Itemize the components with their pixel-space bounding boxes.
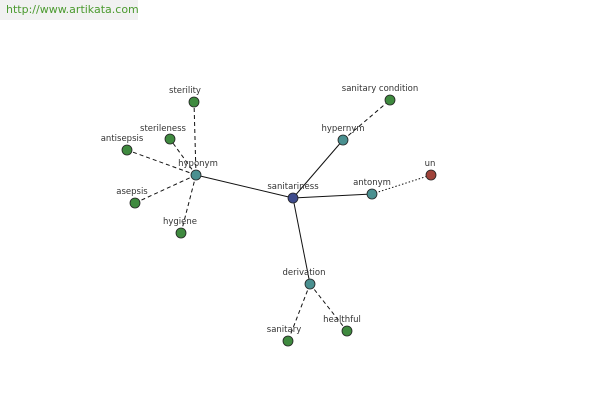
node-label-asepsis: asepsis [116, 187, 148, 197]
labels-layer: sanitariness hyponym hypernym antonym deriva… [101, 84, 436, 335]
edge-derivation-sanitary [287, 283, 311, 342]
node-sterileness[interactable] [164, 133, 176, 145]
watermark-url: http://www.artikata.com [0, 0, 139, 20]
node-label-sanitary: sanitary [267, 325, 301, 335]
node-label-hyponym: hyponym [178, 159, 218, 169]
edge-hyponym-hygiene [180, 174, 197, 234]
edges-layer [126, 99, 432, 342]
node-label-sterility: sterility [169, 86, 201, 96]
edge-derivation-healthful [309, 283, 348, 332]
node-label-un: un [425, 159, 436, 169]
edge-sanitariness-antonym [292, 193, 373, 199]
node-healthful[interactable] [341, 325, 353, 337]
node-sanitary[interactable] [282, 335, 294, 347]
nodes-layer [121, 94, 437, 347]
edge-sanitariness-hypernym [292, 139, 344, 199]
node-label-sterileness: sterileness [140, 124, 186, 134]
edge-hyponym-sterileness [169, 138, 197, 176]
edge-sanitariness-derivation [292, 197, 311, 285]
node-derivation[interactable] [304, 278, 316, 290]
node-label-derivation: derivation [282, 268, 325, 278]
edge-hyponym-antisepsis [126, 149, 197, 176]
edge-sanitariness-hyponym [195, 174, 294, 199]
node-label-hypernym: hypernym [321, 124, 364, 134]
node-label-sanitariness: sanitariness [267, 182, 319, 192]
node-label-healthful: healthful [323, 315, 361, 325]
node-label-sanitary-condition: sanitary condition [342, 84, 418, 94]
node-sanitary-condition[interactable] [384, 94, 396, 106]
node-un[interactable] [425, 169, 437, 181]
node-hyponym[interactable] [190, 169, 202, 181]
node-sterility[interactable] [188, 96, 200, 108]
edge-hypernym-sanitary-condition [342, 99, 391, 141]
node-hypernym[interactable] [337, 134, 349, 146]
node-label-antisepsis: antisepsis [101, 134, 144, 144]
node-sanitariness[interactable] [287, 192, 299, 204]
edge-hyponym-sterility [193, 101, 197, 176]
node-hygiene[interactable] [175, 227, 187, 239]
node-asepsis[interactable] [129, 197, 141, 209]
node-label-hygiene: hygiene [163, 217, 197, 227]
node-antisepsis[interactable] [121, 144, 133, 156]
node-label-antonym: antonym [353, 178, 391, 188]
node-antonym[interactable] [366, 188, 378, 200]
